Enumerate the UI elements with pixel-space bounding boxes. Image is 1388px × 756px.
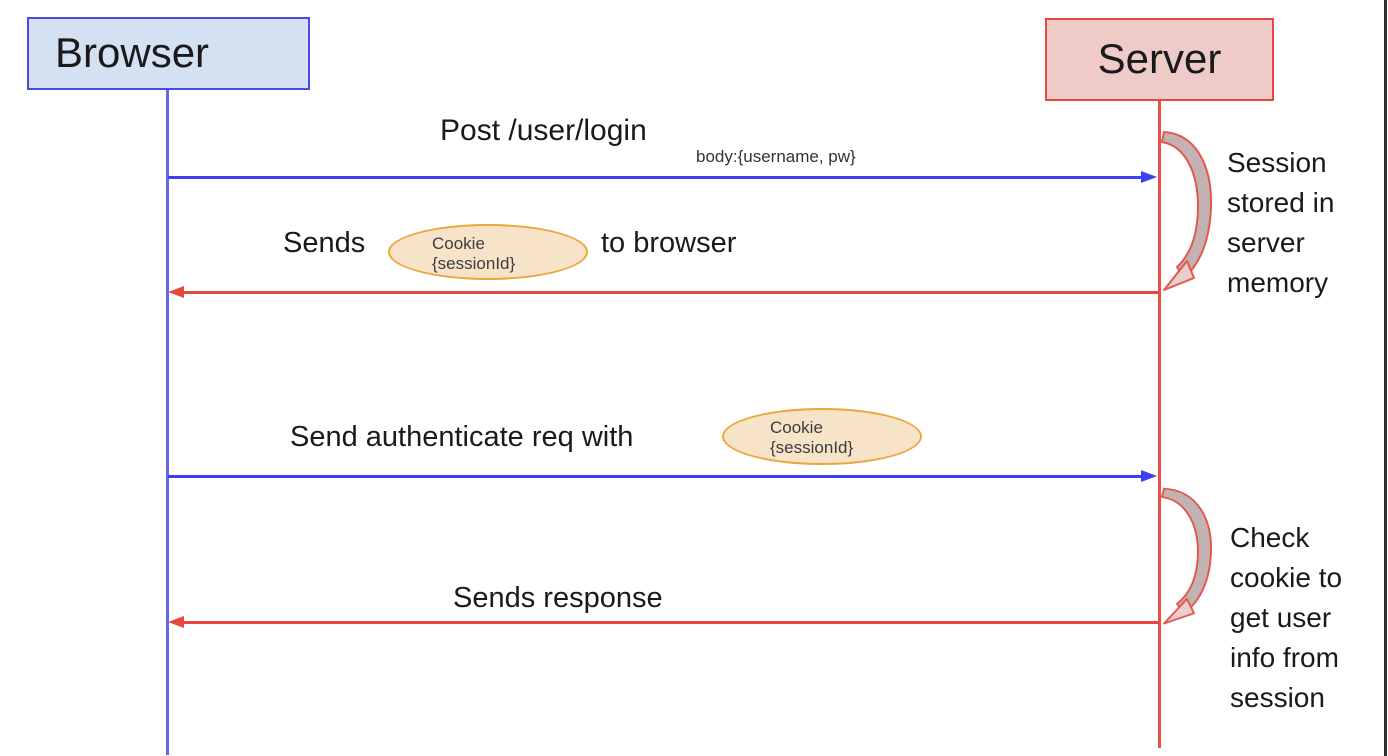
arrow-shaft <box>168 176 1145 179</box>
browser-lifeline <box>166 90 169 755</box>
note-check-cookie: Check cookie to get user info from sessi… <box>1230 522 1343 713</box>
server-lifeline <box>1158 101 1161 748</box>
message-label-to-browser: to browser <box>601 227 737 259</box>
cookie-session-id: {sessionId} <box>432 254 516 273</box>
arrowhead-left-icon <box>168 286 184 298</box>
cookie-ellipse-1: Cookie {sessionId} <box>388 224 588 280</box>
message-label-sends-response: Sends response <box>453 582 663 614</box>
message-label-sends: Sends <box>283 227 366 259</box>
arrowhead-left-icon <box>168 616 184 628</box>
cookie-title: Cookie <box>770 418 823 437</box>
response-arrow-cookie <box>168 286 1159 299</box>
request-arrow-authenticate <box>168 470 1157 483</box>
arrowhead-right-icon <box>1141 171 1157 183</box>
message-sublabel-body: body:{username, pw} <box>696 147 856 166</box>
arrow-shaft <box>180 291 1159 294</box>
cookie-session-id: {sessionId} <box>770 438 854 457</box>
arrowhead-right-icon <box>1141 470 1157 482</box>
server-actor-label: Server <box>1097 35 1222 82</box>
browser-actor-label: Browser <box>55 29 210 76</box>
server-actor-box: Server <box>1045 18 1274 101</box>
cookie-text: Cookie {sessionId} <box>770 418 853 458</box>
response-arrow-final <box>168 616 1159 629</box>
cookie-ellipse-2: Cookie {sessionId} <box>722 408 922 465</box>
arrow-shaft <box>168 475 1145 478</box>
cookie-text: Cookie {sessionId} <box>432 234 515 274</box>
self-loop-arrow-store-session <box>1161 131 1213 291</box>
self-loop-arrow-check-cookie <box>1161 487 1213 625</box>
note-session-stored: Session stored in server memory <box>1227 147 1335 298</box>
cookie-title: Cookie <box>432 234 485 253</box>
browser-actor-box: Browser <box>27 17 310 90</box>
request-arrow-login <box>168 171 1157 184</box>
arrow-shaft <box>180 621 1159 624</box>
message-label-post-login: Post /user/login <box>440 114 647 147</box>
message-label-authenticate: Send authenticate req with <box>290 421 634 453</box>
screen-right-edge <box>1384 0 1387 756</box>
